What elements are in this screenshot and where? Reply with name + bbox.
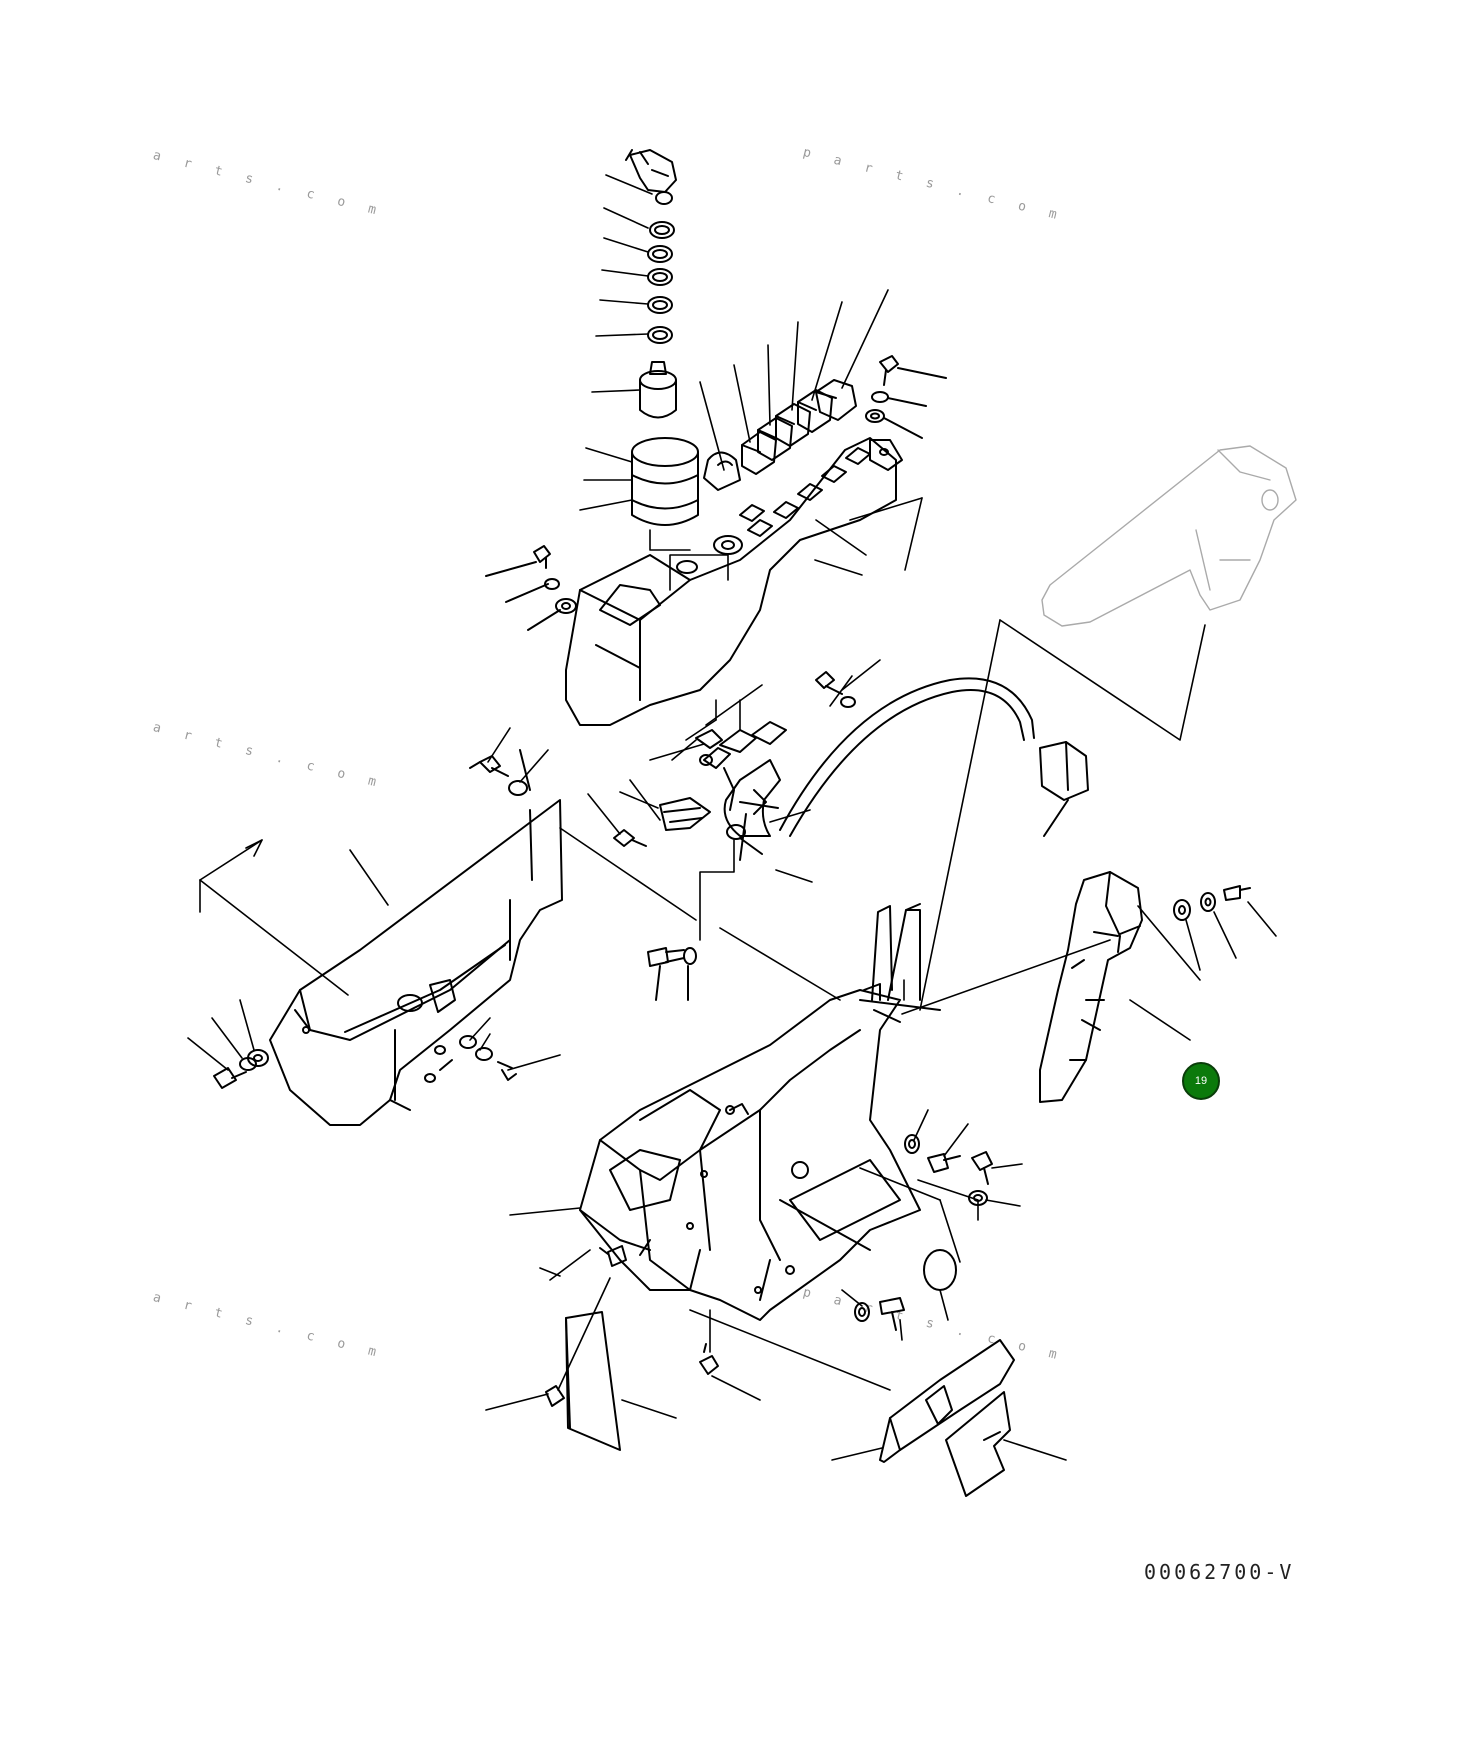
key-switch-stack — [625, 149, 699, 526]
leader-lines — [1129, 901, 1277, 1041]
hardware-bolts — [469, 671, 856, 847]
main-console-frame — [579, 989, 921, 1321]
leader-lines — [187, 827, 841, 1071]
bottom-plate — [565, 1311, 621, 1451]
left-side-panel — [269, 799, 563, 1126]
leader-lines — [579, 174, 691, 551]
armrest — [1041, 445, 1297, 627]
leader-lines — [509, 939, 1111, 1281]
hardware-left — [485, 545, 577, 631]
leader-lines — [619, 659, 881, 941]
callout-19-button[interactable]: 19 — [1182, 1062, 1220, 1100]
leader-lines — [485, 1267, 903, 1419]
rocker-switches — [703, 379, 857, 491]
document-number: 00062700-V — [1144, 1560, 1295, 1584]
leader-lines — [487, 727, 621, 835]
lower-kick-plate — [945, 1391, 1011, 1497]
connector-cluster — [659, 729, 723, 831]
hardware-left-panel — [213, 1035, 517, 1089]
leader-lines — [669, 289, 923, 591]
wiring-harness — [703, 677, 1089, 861]
leader-lines — [913, 1109, 1023, 1321]
hardware-center — [647, 947, 697, 1001]
console-top-cover — [565, 437, 903, 726]
right-side-cover — [1039, 871, 1143, 1103]
hardware-bolts — [865, 355, 947, 439]
lower-front-cover — [879, 1339, 1015, 1463]
leader-lines — [831, 1439, 1067, 1461]
hardware-right — [1173, 885, 1251, 921]
hardware-right-lower — [904, 1134, 993, 1291]
hardware-bottom — [545, 1245, 905, 1407]
tall-bracket — [859, 903, 941, 1023]
leader-lines — [919, 619, 1206, 1011]
